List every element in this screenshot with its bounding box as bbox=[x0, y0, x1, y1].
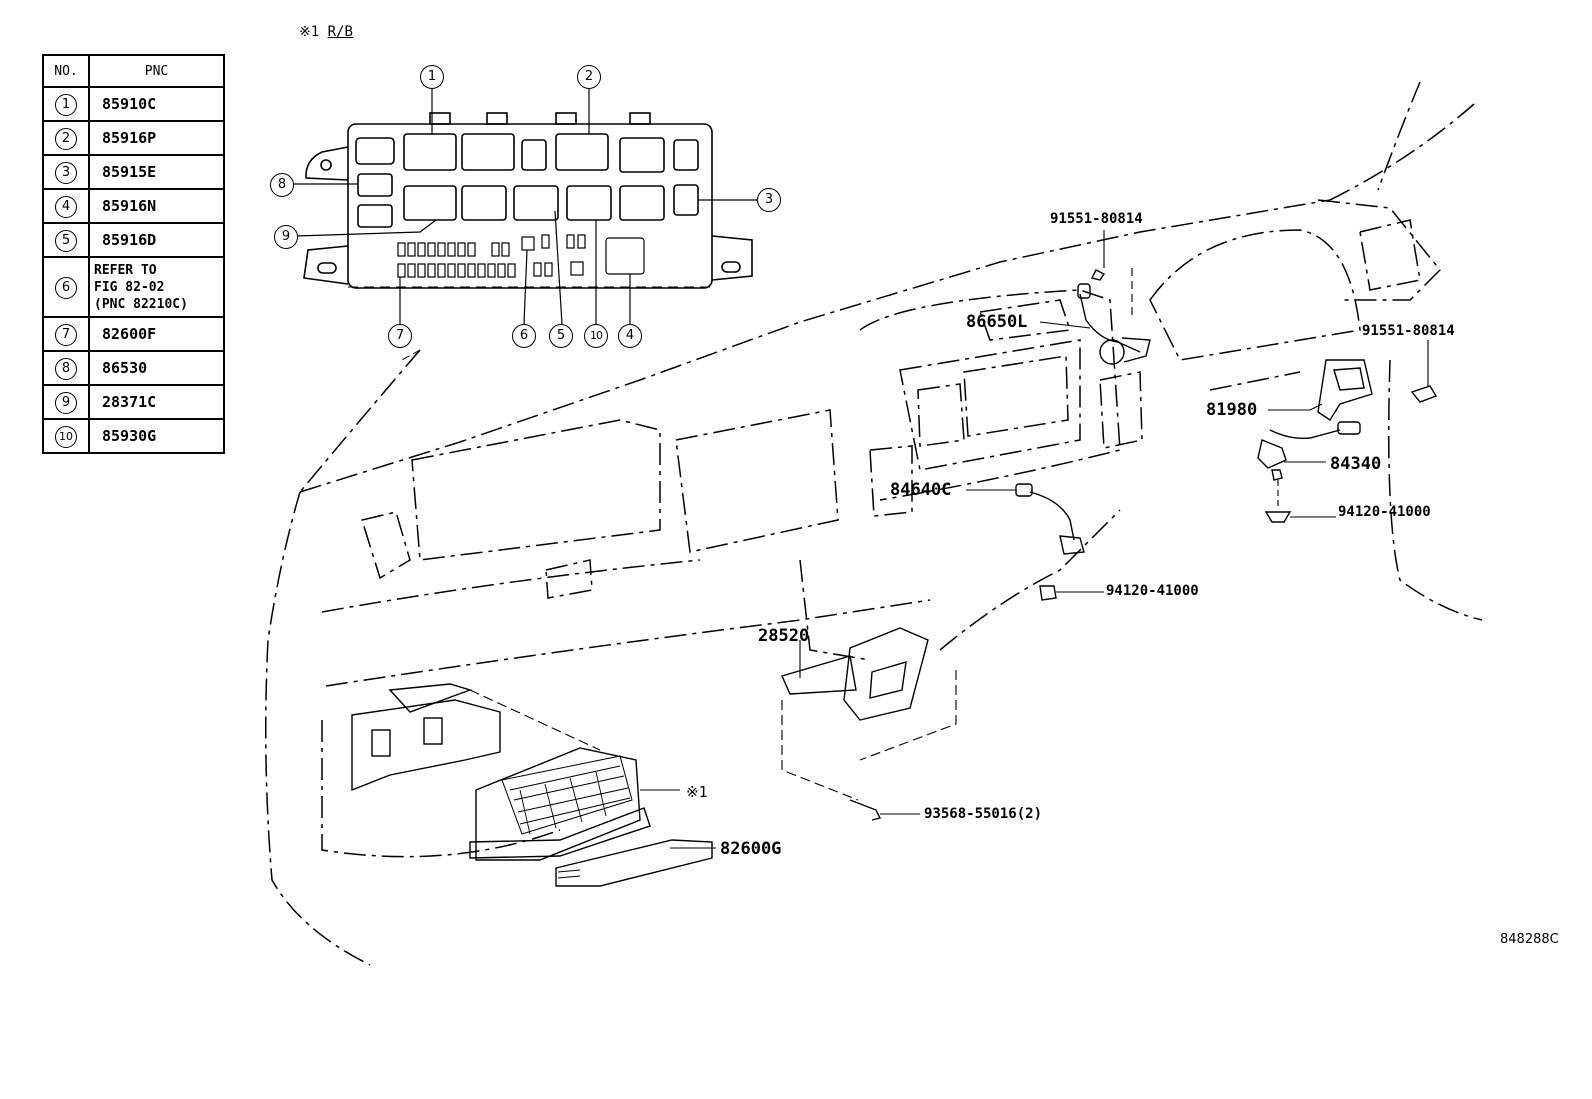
label-94120-41000-center: 94120-41000 bbox=[1106, 583, 1199, 599]
row-pnc: 85915E bbox=[88, 154, 225, 190]
label-93568-55016: 93568-55016(2) bbox=[924, 806, 1043, 822]
table-header-row: NO. PNC bbox=[42, 54, 225, 88]
label-91551-80814-right: 91551-80814 bbox=[1362, 323, 1455, 339]
callout-9: 9 bbox=[274, 225, 298, 249]
table-row: 9 28371C bbox=[42, 384, 225, 420]
row-number-circle: 1 bbox=[55, 93, 77, 116]
table-row: 1 85910C bbox=[42, 86, 225, 122]
table-row: 5 85916D bbox=[42, 222, 225, 258]
row-number-circle: 8 bbox=[55, 357, 77, 380]
header-pnc: PNC bbox=[88, 54, 225, 88]
callout-6: 6 bbox=[512, 324, 536, 348]
callout-4: 4 bbox=[618, 324, 642, 348]
harness-84640C-art bbox=[966, 483, 1104, 601]
row-number-circle: 3 bbox=[55, 161, 77, 184]
row-number-circle: 10 bbox=[55, 425, 77, 448]
header-no: NO. bbox=[42, 54, 90, 88]
label-91551-80814-upper: 91551-80814 bbox=[1050, 211, 1143, 227]
instrument-panel-outline bbox=[265, 81, 1483, 966]
label-84340: 84340 bbox=[1330, 454, 1382, 474]
row-pnc: 85930G bbox=[88, 418, 225, 454]
row-number-circle: 9 bbox=[55, 391, 77, 414]
harness-86650L-art bbox=[1039, 230, 1151, 365]
row-number-circle: 5 bbox=[55, 229, 77, 252]
row-pnc: 85910C bbox=[88, 86, 225, 122]
pnc-table: NO. PNC 1 85910C 2 85916P 3 85915E 4 859… bbox=[42, 54, 225, 454]
label-mark-1: ※1 bbox=[686, 783, 708, 801]
relay-block-detail bbox=[290, 87, 757, 325]
table-row: 10 85930G bbox=[42, 418, 225, 454]
callout-2: 2 bbox=[577, 65, 601, 89]
row-pnc: 86530 bbox=[88, 350, 225, 386]
row-number-circle: 7 bbox=[55, 323, 77, 346]
table-row: 7 82600F bbox=[42, 316, 225, 352]
label-94120-41000-right: 94120-41000 bbox=[1338, 504, 1431, 520]
sensor-81980-art bbox=[1257, 340, 1438, 523]
label-86650L: 86650L bbox=[966, 312, 1028, 332]
table-row: 6 REFER TO FIG 82-02 (PNC 82210C) bbox=[42, 256, 225, 318]
note-text: R/B bbox=[327, 24, 353, 40]
callout-8: 8 bbox=[270, 173, 294, 197]
callout-10: 10 bbox=[584, 324, 608, 348]
table-row: 8 86530 bbox=[42, 350, 225, 386]
row-pnc: 28371C bbox=[88, 384, 225, 420]
label-82600G: 82600G bbox=[720, 839, 782, 859]
row-number-circle: 4 bbox=[55, 195, 77, 218]
row-number-circle: 6 bbox=[55, 276, 77, 299]
table-row: 3 85915E bbox=[42, 154, 225, 190]
callout-5: 5 bbox=[549, 324, 573, 348]
label-28520: 28520 bbox=[758, 626, 810, 646]
note-mark: ※1 bbox=[299, 24, 320, 40]
row-pnc: 85916D bbox=[88, 222, 225, 258]
callout-3: 3 bbox=[757, 188, 781, 212]
relay-block-assembly bbox=[351, 683, 716, 887]
table-row: 2 85916P bbox=[42, 120, 225, 156]
row-pnc: 85916P bbox=[88, 120, 225, 156]
table-row: 4 85916N bbox=[42, 188, 225, 224]
module-28520-art bbox=[781, 627, 957, 821]
row-pnc: 85916N bbox=[88, 188, 225, 224]
label-84640C: 84640C bbox=[890, 480, 952, 500]
figure-id: 848288C bbox=[1500, 932, 1559, 947]
relay-block-note: ※1 R/B bbox=[299, 24, 353, 40]
callout-7: 7 bbox=[388, 324, 412, 348]
callout-1: 1 bbox=[420, 65, 444, 89]
row-pnc: 82600F bbox=[88, 316, 225, 352]
row-number-circle: 2 bbox=[55, 127, 77, 150]
label-81980: 81980 bbox=[1206, 400, 1258, 420]
row-pnc: REFER TO FIG 82-02 (PNC 82210C) bbox=[88, 256, 225, 318]
